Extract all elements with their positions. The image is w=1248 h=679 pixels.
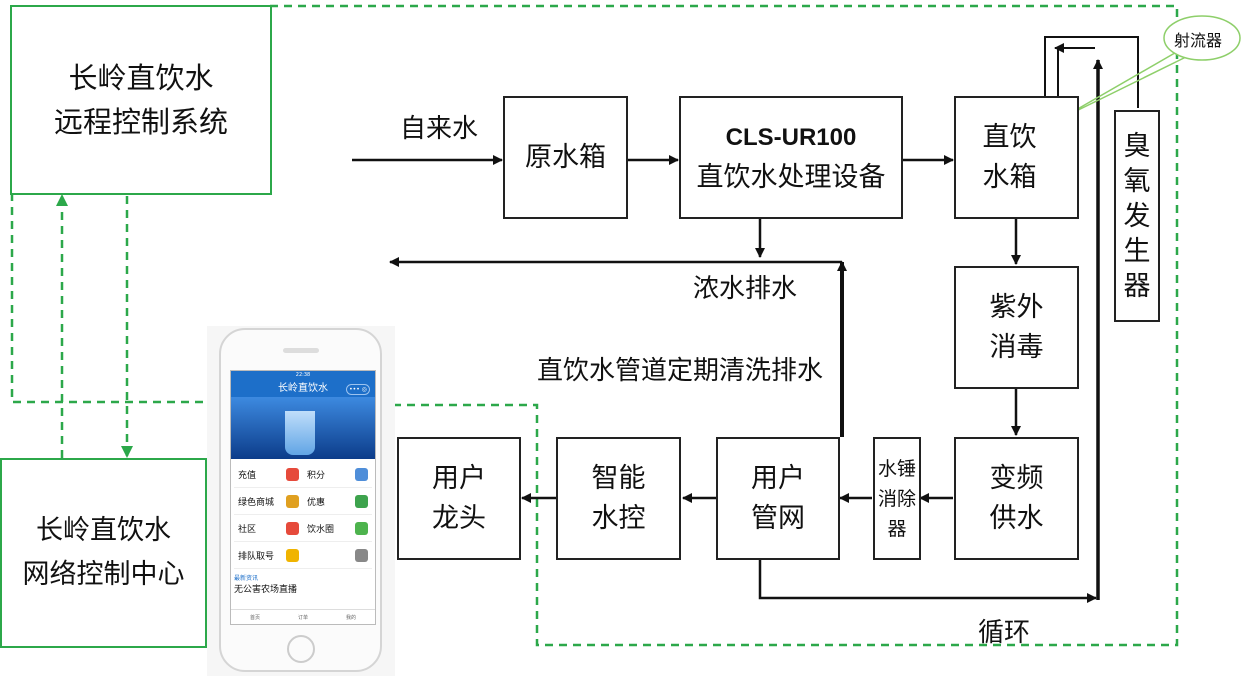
tap-water-label: 自来水 (400, 114, 479, 144)
dashed-boundary (270, 4, 1179, 647)
phone-tile[interactable]: 充值 (234, 461, 303, 488)
user-tap-line1: 用户 (432, 462, 486, 494)
vfd-line2: 供水 (989, 502, 1044, 534)
smart-control-line2: 水控 (591, 502, 646, 534)
ozone-generator-label: 臭氧发生器 (1124, 129, 1151, 304)
phone-tile-icon (286, 521, 299, 535)
phone-tile-icon (355, 548, 368, 562)
user-pipe-network: 用户 管网 (716, 437, 840, 560)
smart-water-control: 智能 水控 (556, 437, 681, 560)
raw-water-tank: 原水箱 (503, 96, 628, 219)
phone-tab[interactable]: 我的 (345, 614, 356, 621)
circulation-line (758, 560, 1097, 603)
network-center-line1: 长岭直饮水 (36, 515, 171, 546)
phone-tab-bar: 首页 订单 我的 (231, 609, 375, 624)
phone-tile[interactable]: 绿色商城 (234, 488, 303, 515)
user-network-line2: 管网 (751, 502, 805, 534)
hammer-text-line: 水锤 (877, 457, 916, 480)
phone-tile[interactable]: 积分 (303, 461, 372, 488)
pipe-flush-label: 直饮水管道定期清洗排水 (537, 356, 824, 386)
uv-disinfection: 紫外 消毒 (954, 266, 1079, 389)
phone-tile[interactable]: 排队取号 (234, 542, 303, 569)
phone-news-item[interactable]: 无公害农场直播 (234, 585, 298, 595)
vfd-line1: 变频 (989, 462, 1044, 494)
concentrate-drain-label: 浓水排水 (693, 274, 798, 304)
ozone-generator: 臭氧发生器 (1114, 110, 1160, 322)
ejector-callout-pointer (1061, 49, 1189, 119)
ozone-char: 器 (1123, 270, 1151, 302)
uv-line2: 消毒 (989, 331, 1044, 363)
phone-tile-label: 社区 (238, 524, 257, 535)
treatment-model: CLS-UR100 (725, 123, 857, 151)
phone-home-button[interactable] (287, 635, 315, 663)
phone-news-header: 最新资讯 (234, 575, 259, 582)
phone-tab[interactable]: 首页 (249, 614, 260, 621)
phone-tile-icon (286, 467, 299, 481)
water-hammer-label: 水锤消除器 (878, 454, 916, 544)
user-tap: 用户 龙头 (397, 437, 521, 560)
phone-feature-grid: 充值 积分绿色商城 优惠社区 饮水圈排队取号 (231, 459, 375, 571)
treatment-name: 直饮水处理设备 (696, 161, 886, 193)
phone-tile-label: 优惠 (307, 497, 326, 508)
phone-app-title: 长岭直饮水 (278, 383, 328, 394)
ozone-loop (1044, 36, 1139, 108)
phone-tile-label: 排队取号 (238, 551, 275, 562)
remote-system-line1: 长岭直饮水 (68, 61, 214, 95)
network-center-line2: 网络控制中心 (22, 559, 185, 590)
phone-tile[interactable] (303, 542, 372, 569)
ozone-char: 氧 (1123, 165, 1151, 197)
ejector-label: 射流器 (1174, 31, 1223, 50)
water-glass-icon (285, 411, 315, 455)
phone-tile-icon (286, 548, 299, 562)
ozone-char: 发 (1123, 200, 1151, 232)
phone-speaker (283, 348, 319, 353)
ejector-callout-bubble (1163, 15, 1241, 61)
phone-status-bar: 22:38 (231, 371, 375, 380)
phone-tile[interactable]: 优惠 (303, 488, 372, 515)
phone-tile-icon (286, 494, 299, 508)
direct-tank-line1: 直饮 (982, 121, 1037, 153)
phone-tab[interactable]: 订单 (297, 614, 308, 621)
phone-screen: 22:38 长岭直饮水 ••• ◎ 充值 积分绿色商城 优惠社区 饮水圈排队取号 最新… (230, 370, 376, 625)
ozone-char: 生 (1123, 235, 1151, 267)
phone-app-bar: 长岭直饮水 ••• ◎ (231, 380, 375, 397)
raw-water-tank-label: 原水箱 (525, 141, 606, 173)
user-network-line1: 用户 (751, 462, 805, 494)
dashed-boundary-left (10, 193, 218, 404)
user-tap-line2: 龙头 (432, 502, 486, 534)
phone-tile-label: 充值 (238, 470, 257, 481)
circulation-label: 循环 (978, 618, 1031, 648)
phone-tile-icon (355, 521, 368, 535)
hammer-text-line: 器 (887, 517, 907, 540)
variable-frequency-supply: 变频 供水 (954, 437, 1079, 560)
water-hammer-eliminator: 水锤消除器 (873, 437, 921, 560)
mobile-app-screenshot: 22:38 长岭直饮水 ••• ◎ 充值 积分绿色商城 优惠社区 饮水圈排队取号 最新… (207, 326, 395, 676)
direct-drinking-tank: 直饮 水箱 (954, 96, 1079, 219)
treatment-equipment: CLS-UR100 直饮水处理设备 (679, 96, 903, 219)
phone-hero-image (231, 397, 375, 459)
phone-news[interactable]: 最新资讯 无公害农场直播 (231, 571, 375, 597)
phone-tile-icon (355, 467, 368, 481)
phone-tile-label: 积分 (307, 470, 326, 481)
uv-line1: 紫外 (989, 291, 1044, 323)
remote-control-system: 长岭直饮水 远程控制系统 (10, 5, 272, 195)
phone-tile[interactable]: 社区 (234, 515, 303, 542)
ozone-char: 臭 (1123, 130, 1151, 162)
network-control-center: 长岭直饮水 网络控制中心 (0, 458, 207, 648)
phone-tile-label: 绿色商城 (238, 497, 275, 508)
phone-menu-capsule[interactable]: ••• ◎ (346, 384, 370, 395)
hammer-text-line: 消除 (877, 487, 916, 510)
phone-tile[interactable]: 饮水圈 (303, 515, 372, 542)
direct-tank-line2: 水箱 (982, 161, 1037, 193)
smart-control-line1: 智能 (591, 462, 646, 494)
phone-tile-label: 饮水圈 (307, 524, 335, 535)
phone-tile-icon (355, 494, 368, 508)
remote-system-line2: 远程控制系统 (53, 105, 228, 139)
